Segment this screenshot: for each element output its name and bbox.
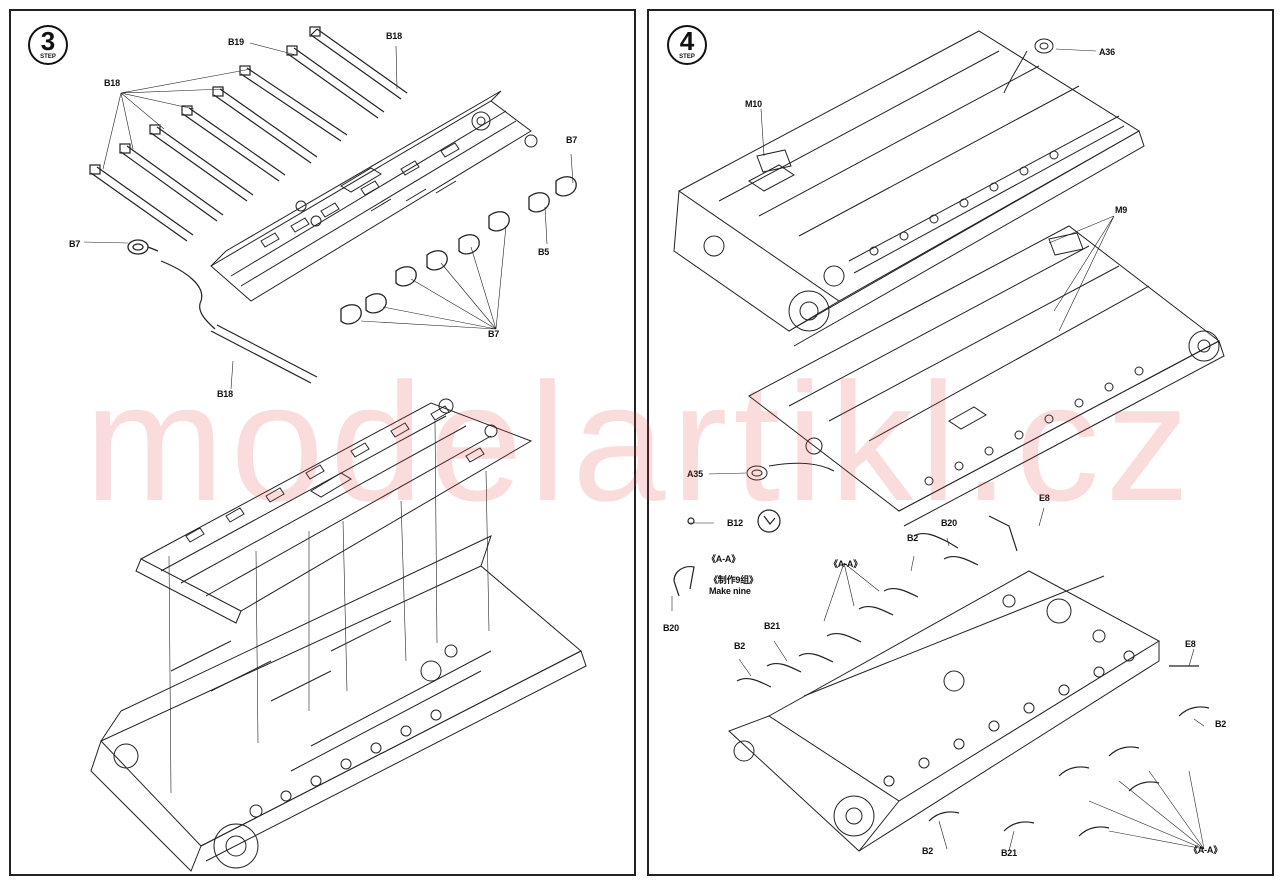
- step-4-badge: 4 STEP: [667, 25, 707, 65]
- step-4-panel: 4 STEP A36 M10 M9 A35 E8 B12 B20 B2 《A-A…: [647, 9, 1274, 876]
- step-number: 3: [40, 26, 56, 56]
- hull-lower: [90, 535, 587, 872]
- label-aa-1: 《A-A》: [707, 554, 740, 564]
- label-a35: A35: [687, 469, 703, 479]
- label-b2-left: B2: [734, 641, 746, 651]
- suspension-arms: [673, 509, 1210, 837]
- label-m10: M10: [745, 99, 762, 109]
- label-m9: M9: [1115, 205, 1128, 215]
- label-a36: A36: [1099, 47, 1115, 57]
- step-word: STEP: [40, 54, 56, 60]
- label-b20-top: B20: [941, 518, 957, 528]
- label-aa-3: 《A-A》: [1189, 845, 1222, 855]
- label-b2-bottom: B2: [922, 846, 934, 856]
- label-b2-right: B2: [1215, 719, 1227, 729]
- b7-parts: [127, 176, 577, 325]
- label-make-nine-en: Make nine: [709, 586, 751, 596]
- label-b7-left: B7: [69, 239, 81, 249]
- label-e8-top: E8: [1039, 493, 1050, 503]
- label-b12: B12: [727, 518, 743, 528]
- label-b21-top: B21: [764, 621, 780, 631]
- label-b18-top: B18: [386, 31, 402, 41]
- label-b7-right: B7: [566, 135, 578, 145]
- label-b19: B19: [228, 37, 244, 47]
- label-b18-bottom: B18: [217, 389, 233, 399]
- step-3-drawing: [83, 26, 587, 872]
- label-b7-bottom: B7: [488, 329, 500, 339]
- step-3-panel: 3 STEP B19 B18 B18 B7 B7 B5 B7 B18: [9, 9, 636, 876]
- label-e8-right: E8: [1185, 639, 1196, 649]
- label-b20-left: B20: [663, 623, 679, 633]
- lower-suspension-assembly: [135, 398, 533, 624]
- lower-hull: [728, 570, 1161, 852]
- middle-hull-assembly: [746, 225, 1225, 527]
- label-b18-left: B18: [104, 78, 120, 88]
- step-number: 4: [679, 26, 695, 56]
- step-3-badge: 3 STEP: [28, 25, 68, 65]
- label-aa-2: 《A-A》: [829, 559, 862, 569]
- leader-lines: [83, 42, 574, 794]
- label-b2-top: B2: [907, 533, 919, 543]
- upper-hull-assembly: [673, 30, 1145, 347]
- step-word: STEP: [679, 54, 695, 60]
- step-4-drawing: [671, 30, 1225, 852]
- label-make-nine-cn: 《制作9组》: [709, 575, 758, 585]
- label-b5: B5: [538, 247, 550, 257]
- torsion-bars: [89, 26, 408, 384]
- label-b21-bottom: B21: [1001, 848, 1017, 858]
- upper-suspension-assembly: [210, 90, 538, 302]
- leader-lines: [671, 48, 1205, 852]
